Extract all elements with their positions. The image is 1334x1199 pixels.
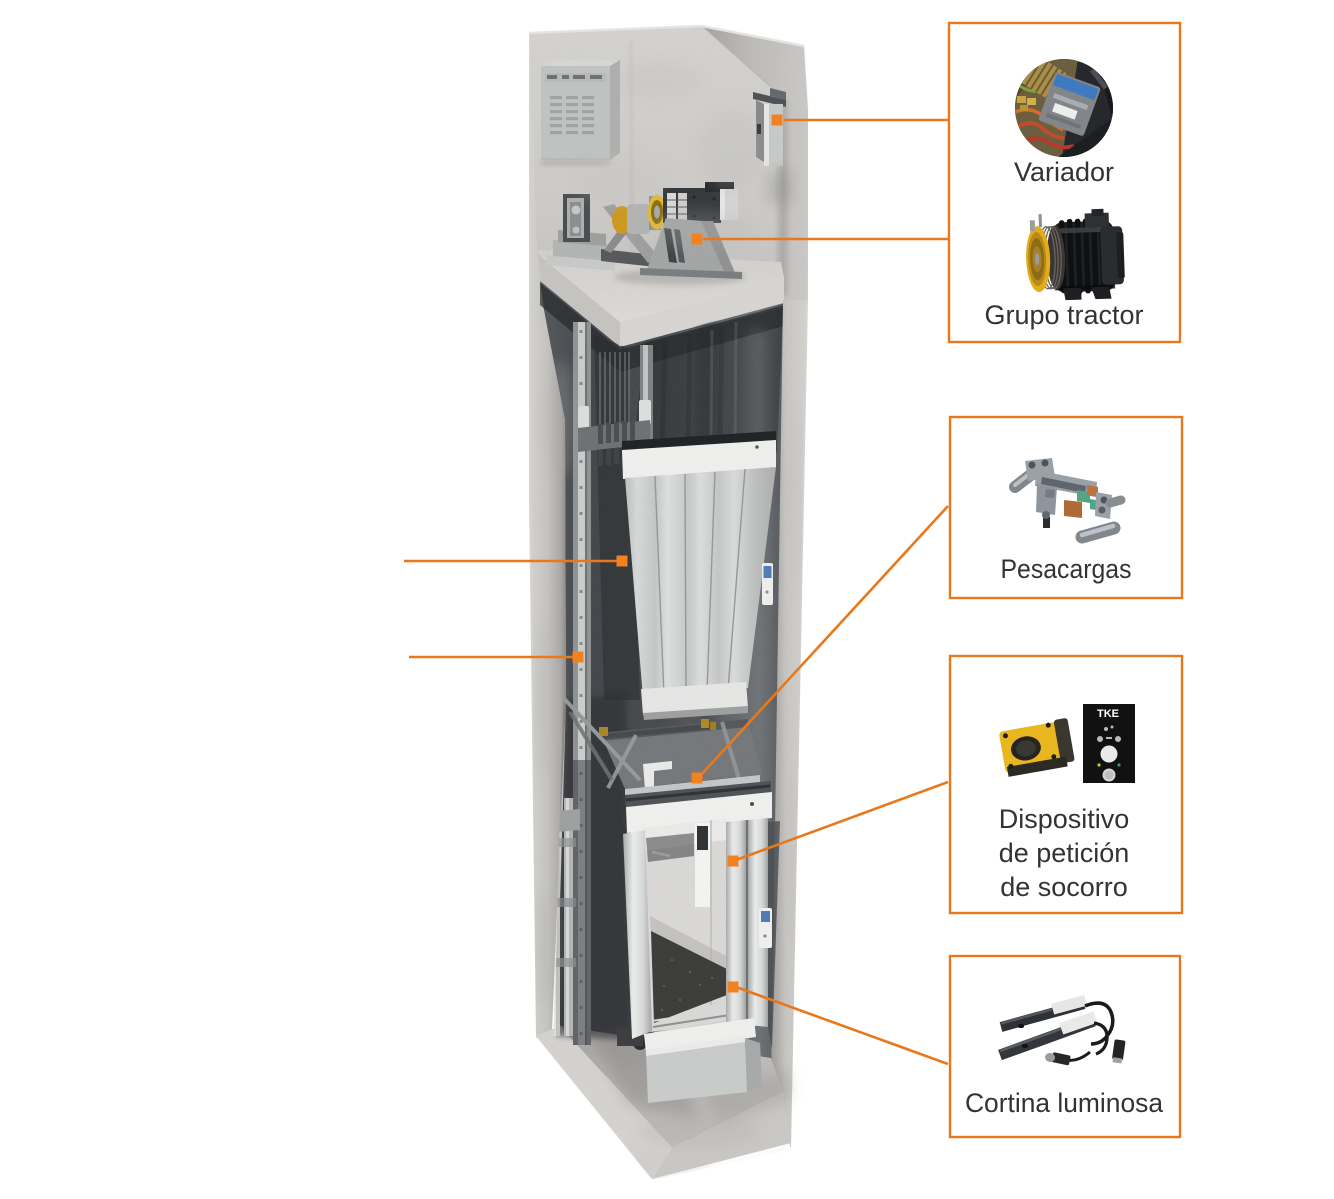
svg-text:Pesacargas: Pesacargas bbox=[1001, 554, 1132, 584]
svg-text:Grupo tractor: Grupo tractor bbox=[984, 300, 1143, 330]
svg-text:Dispositivo: Dispositivo bbox=[999, 804, 1130, 834]
svg-text:Variador: Variador bbox=[1014, 157, 1114, 187]
svg-text:de petición: de petición bbox=[999, 838, 1130, 868]
svg-text:TKE: TKE bbox=[1097, 708, 1119, 720]
svg-text:Cortina luminosa: Cortina luminosa bbox=[965, 1088, 1164, 1118]
svg-text:de socorro: de socorro bbox=[1000, 872, 1128, 902]
